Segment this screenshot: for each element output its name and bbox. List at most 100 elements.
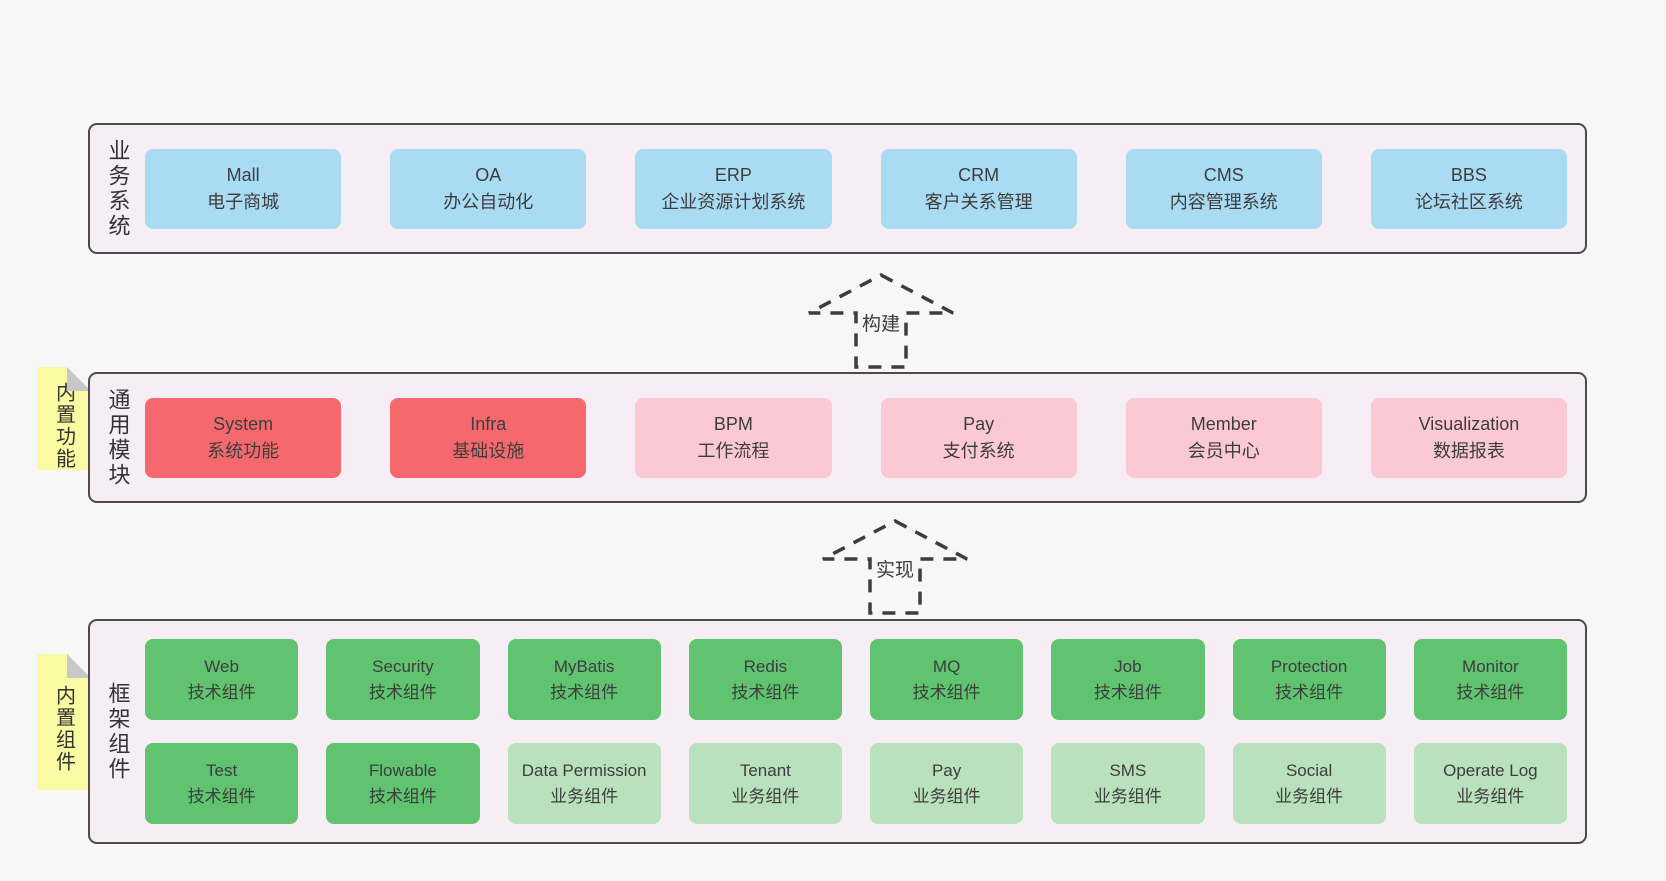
box-web: Web 技术组件 [145, 639, 299, 720]
box-sms: SMS 业务组件 [1051, 743, 1205, 824]
box-subtitle: 系统功能 [207, 441, 280, 461]
box-title: Pay [931, 761, 962, 781]
box-subtitle: 技术组件 [1456, 682, 1525, 702]
dashed-up-arrow-build: 构建 [808, 273, 954, 369]
box-title: Visualization [1418, 413, 1520, 434]
box-subtitle: 业务组件 [1275, 786, 1344, 806]
section-framework-components: 框架组件 Web 技术组件 Security 技术组件 MyBatis 技术组件… [88, 619, 1587, 844]
box-subtitle: 技术组件 [912, 682, 981, 702]
box-cms: CMS 内容管理系统 [1125, 148, 1322, 229]
box-member: Member 会员中心 [1125, 397, 1322, 478]
box-subtitle: 技术组件 [187, 682, 256, 702]
box-title: Operate Log [1443, 761, 1538, 781]
module-boxes-row: System 系统功能 Infra 基础设施 BPM 工作流程 Pay 支付系统… [145, 374, 1585, 501]
box-title: Pay [963, 413, 995, 434]
box-title: BBS [1450, 164, 1487, 185]
box-subtitle: 业务组件 [550, 786, 619, 806]
box-subtitle: 办公自动化 [443, 192, 534, 212]
box-subtitle: 支付系统 [942, 441, 1015, 461]
box-mall: Mall 电子商城 [145, 148, 342, 229]
box-erp: ERP 企业资源计划系统 [635, 148, 832, 229]
box-test: Test 技术组件 [145, 743, 299, 824]
box-operate-log: Operate Log 业务组件 [1413, 743, 1567, 824]
box-title: Web [204, 657, 239, 677]
box-subtitle: 论坛社区系统 [1414, 192, 1523, 212]
box-title: Member [1190, 413, 1257, 434]
box-crm: CRM 客户关系管理 [880, 148, 1077, 229]
sticky-note-label: 内置组件 [52, 685, 75, 773]
box-title: CMS [1203, 164, 1244, 185]
box-title: Flowable [368, 761, 437, 781]
box-mybatis: MyBatis 技术组件 [507, 639, 661, 720]
box-subtitle: 技术组件 [1093, 682, 1162, 702]
section-common-modules: 通用模块 System 系统功能 Infra 基础设施 BPM 工作流程 Pay… [88, 372, 1587, 503]
box-title: Job [1114, 657, 1142, 677]
component-row-1: Web 技术组件 Security 技术组件 MyBatis 技术组件 Redi… [145, 639, 1567, 720]
business-boxes-row: Mall 电子商城 OA 办公自动化 ERP 企业资源计划系统 CRM 客户关系… [145, 125, 1585, 252]
box-title: SMS [1109, 761, 1147, 781]
box-title: CRM [958, 164, 1000, 185]
box-pay-component: Pay 业务组件 [870, 743, 1024, 824]
box-subtitle: 基础设施 [452, 441, 525, 461]
section-label-business: 业务系统 [105, 138, 131, 239]
box-subtitle: 技术组件 [550, 682, 619, 702]
box-pay-module: Pay 支付系统 [880, 397, 1077, 478]
box-subtitle: 电子商城 [207, 192, 280, 212]
box-subtitle: 业务组件 [912, 786, 981, 806]
box-title: System [213, 413, 274, 434]
box-bbs: BBS 论坛社区系统 [1370, 148, 1568, 229]
box-social: Social 业务组件 [1232, 743, 1386, 824]
box-title: ERP [714, 164, 752, 185]
box-title: Social [1285, 761, 1333, 781]
box-title: Tenant [739, 761, 791, 781]
box-oa: OA 办公自动化 [390, 148, 587, 229]
box-subtitle: 业务组件 [1456, 786, 1525, 806]
box-subtitle: 企业资源计划系统 [661, 192, 806, 212]
box-subtitle: 客户关系管理 [924, 192, 1033, 212]
box-system: System 系统功能 [145, 397, 342, 478]
section-label-components: 框架组件 [105, 681, 131, 782]
box-subtitle: 技术组件 [368, 786, 437, 806]
box-title: Security [372, 657, 434, 677]
sticky-note-builtin-features: 内置功能 [37, 367, 91, 470]
box-subtitle: 数据报表 [1432, 441, 1505, 461]
box-infra: Infra 基础设施 [390, 397, 587, 478]
box-title: Protection [1270, 657, 1348, 677]
box-protection: Protection 技术组件 [1232, 639, 1386, 720]
box-tenant: Tenant 业务组件 [688, 743, 842, 824]
box-security: Security 技术组件 [326, 639, 480, 720]
box-subtitle: 技术组件 [731, 682, 800, 702]
component-row-2: Test 技术组件 Flowable 技术组件 Data Permission … [145, 743, 1567, 824]
box-title: MQ [932, 657, 961, 677]
box-data-permission: Data Permission 业务组件 [507, 743, 661, 824]
dashed-up-arrow-implement: 实现 [822, 519, 968, 615]
box-subtitle: 内容管理系统 [1169, 192, 1278, 212]
box-monitor: Monitor 技术组件 [1413, 639, 1567, 720]
box-title: OA [475, 164, 502, 185]
box-subtitle: 业务组件 [1093, 786, 1162, 806]
box-title: Data Permission [521, 761, 647, 781]
section-business-systems: 业务系统 Mall 电子商城 OA 办公自动化 ERP 企业资源计划系统 CRM… [88, 123, 1587, 254]
box-title: Test [206, 761, 238, 781]
box-job: Job 技术组件 [1051, 639, 1205, 720]
box-title: Redis [743, 657, 788, 677]
box-subtitle: 会员中心 [1187, 441, 1260, 461]
box-subtitle: 技术组件 [187, 786, 256, 806]
component-rows: Web 技术组件 Security 技术组件 MyBatis 技术组件 Redi… [145, 621, 1585, 842]
box-title: Infra [470, 413, 507, 434]
arrow-label-implement: 实现 [876, 559, 914, 581]
box-title: BPM [713, 413, 753, 434]
box-mq: MQ 技术组件 [870, 639, 1024, 720]
box-title: MyBatis [553, 657, 615, 677]
box-title: Monitor [1462, 657, 1519, 677]
box-subtitle: 业务组件 [731, 786, 800, 806]
box-flowable: Flowable 技术组件 [326, 743, 480, 824]
arrow-label-build: 构建 [862, 313, 900, 335]
box-subtitle: 技术组件 [368, 682, 437, 702]
box-title: Mall [226, 164, 260, 185]
sticky-note-label: 内置功能 [52, 381, 75, 470]
box-bpm: BPM 工作流程 [635, 397, 832, 478]
box-visualization: Visualization 数据报表 [1370, 397, 1568, 478]
box-subtitle: 技术组件 [1275, 682, 1344, 702]
